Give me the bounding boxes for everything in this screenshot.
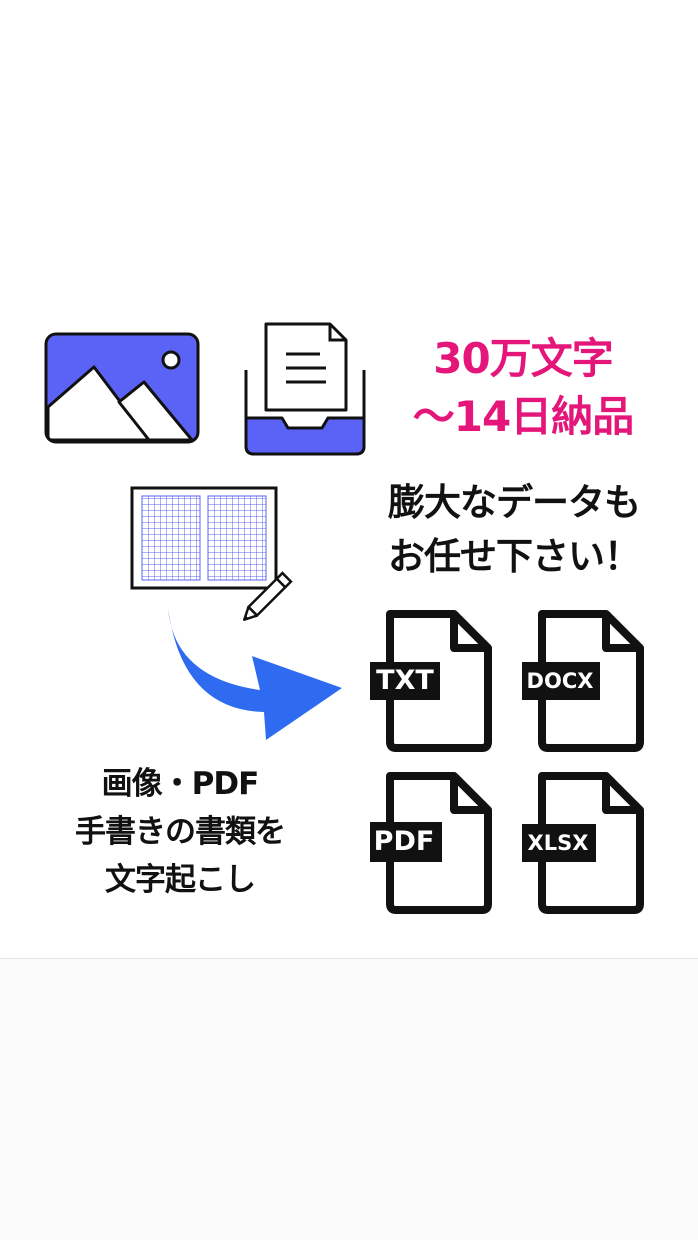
headline: 30万文字 〜14日納品 bbox=[378, 330, 668, 446]
image-icon bbox=[44, 332, 200, 448]
file-label: TXT bbox=[376, 665, 434, 696]
file-label: XLSX bbox=[527, 831, 589, 855]
description-line-3: 文字起こし bbox=[105, 862, 256, 898]
file-icon-txt: TXT bbox=[370, 610, 494, 752]
subheadline: 膨大なデータも お任せ下さい！ bbox=[344, 476, 684, 584]
document-tray-icon bbox=[242, 320, 368, 464]
description: 画像・PDF 手書きの書類を 文字起こし bbox=[30, 760, 330, 904]
empty-content-area bbox=[0, 959, 698, 1240]
description-line-2: 手書きの書類を bbox=[75, 814, 286, 850]
file-label: PDF bbox=[373, 826, 435, 857]
promo-image: TXT DOCX PDF XLSX 30万文字 〜14日納品 膨大なデータも お… bbox=[30, 320, 684, 914]
file-icon-docx: DOCX bbox=[522, 610, 646, 752]
divider bbox=[0, 958, 698, 959]
pencil-icon bbox=[238, 564, 300, 630]
subheadline-line-1: 膨大なデータも bbox=[388, 481, 641, 524]
subheadline-line-2: お任せ下さい！ bbox=[388, 535, 641, 578]
headline-line-2: 〜14日納品 bbox=[412, 392, 634, 441]
grid-paper-icon bbox=[130, 486, 278, 594]
arrow-icon bbox=[160, 600, 350, 749]
description-line-1: 画像・PDF bbox=[101, 766, 260, 802]
file-icon-pdf: PDF bbox=[370, 772, 494, 914]
headline-line-1: 30万文字 bbox=[433, 334, 613, 383]
file-label: DOCX bbox=[526, 669, 594, 693]
file-icon-xlsx: XLSX bbox=[522, 772, 646, 914]
